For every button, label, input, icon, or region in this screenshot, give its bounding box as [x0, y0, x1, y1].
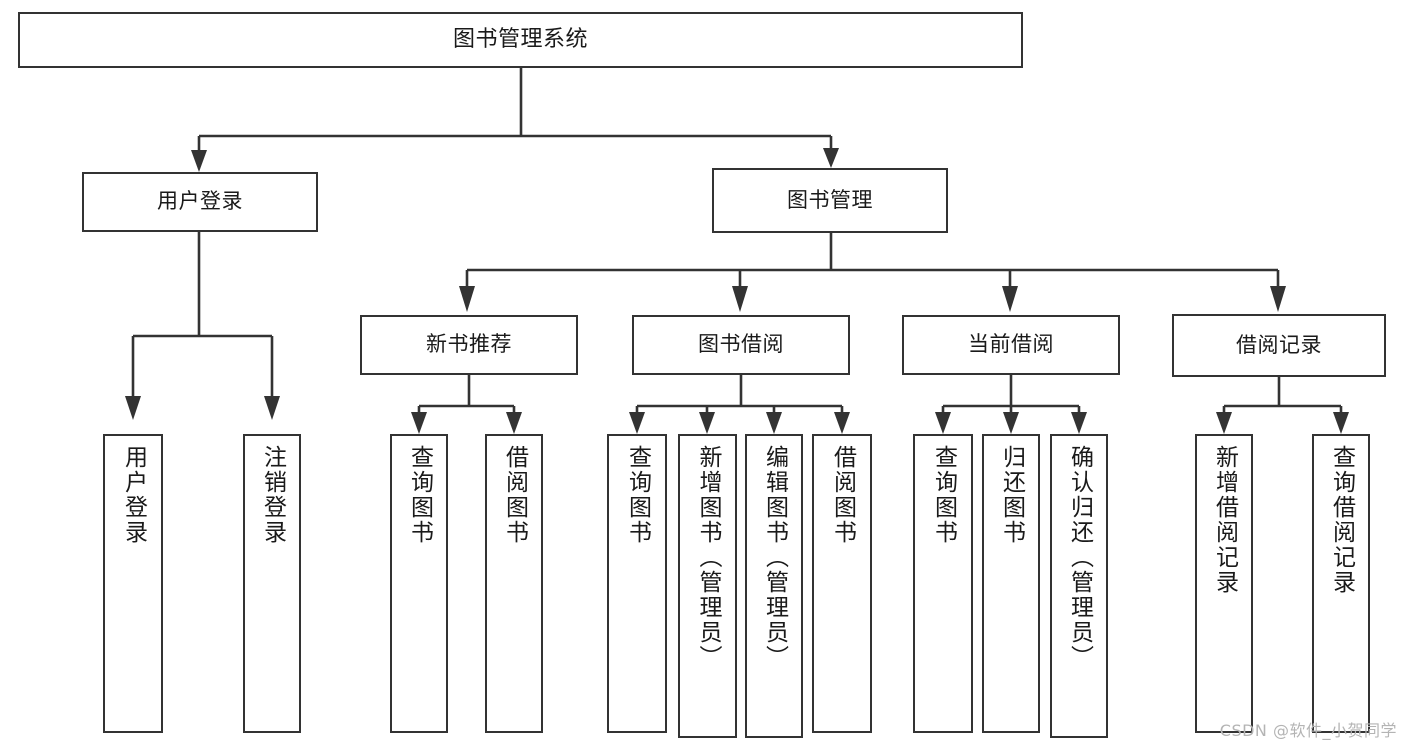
node-label: 图书管理系统: [452, 26, 588, 52]
node-book-borrow[interactable]: 图书借阅: [632, 315, 850, 375]
leaf-add-book[interactable]: 新增图书（管理员）: [678, 434, 737, 738]
node-label: 查询图书: [930, 445, 957, 545]
node-label: 用户登录: [120, 445, 147, 545]
leaf-logout-login[interactable]: 注销登录: [243, 434, 301, 733]
node-new-book-recommend[interactable]: 新书推荐: [360, 315, 578, 375]
leaf-borrow-book-2[interactable]: 借阅图书: [812, 434, 872, 733]
node-label: 新书推荐: [426, 332, 512, 357]
node-label: 编辑图书（管理员）: [761, 445, 788, 670]
leaf-add-record[interactable]: 新增借阅记录: [1195, 434, 1253, 733]
leaf-query-book-2[interactable]: 查询图书: [607, 434, 667, 733]
leaf-edit-book[interactable]: 编辑图书（管理员）: [745, 434, 803, 738]
node-label: 图书管理: [787, 187, 873, 212]
leaf-return-book[interactable]: 归还图书: [982, 434, 1040, 733]
watermark: CSDN @软件_小贺同学: [1219, 721, 1397, 740]
leaf-query-book-1[interactable]: 查询图书: [390, 434, 448, 733]
node-book-management[interactable]: 图书管理: [712, 168, 948, 233]
leaf-query-book-3[interactable]: 查询图书: [913, 434, 973, 733]
node-label: 注销登录: [259, 445, 286, 545]
node-label: 用户登录: [157, 189, 243, 214]
node-borrow-record[interactable]: 借阅记录: [1172, 314, 1386, 377]
node-label: 借阅图书: [501, 445, 528, 545]
node-current-borrow[interactable]: 当前借阅: [902, 315, 1120, 375]
node-label: 图书借阅: [698, 332, 784, 357]
node-label: 借阅图书: [829, 445, 856, 545]
node-label: 当前借阅: [968, 332, 1054, 357]
leaf-query-record[interactable]: 查询借阅记录: [1312, 434, 1370, 733]
node-label: 查询借阅记录: [1328, 445, 1355, 595]
node-label: 查询图书: [624, 445, 651, 545]
node-label: 借阅记录: [1236, 332, 1322, 357]
leaf-user-login[interactable]: 用户登录: [103, 434, 163, 733]
leaf-confirm-return[interactable]: 确认归还（管理员）: [1050, 434, 1108, 738]
node-root-system[interactable]: 图书管理系统: [18, 12, 1023, 68]
node-label: 确认归还（管理员）: [1066, 445, 1093, 670]
node-label: 新增借阅记录: [1211, 445, 1238, 595]
node-label: 新增图书（管理员）: [695, 445, 721, 670]
node-label: 归还图书: [998, 445, 1025, 545]
node-label: 查询图书: [406, 445, 433, 545]
leaf-borrow-book-1[interactable]: 借阅图书: [485, 434, 543, 733]
node-user-login[interactable]: 用户登录: [82, 172, 318, 232]
